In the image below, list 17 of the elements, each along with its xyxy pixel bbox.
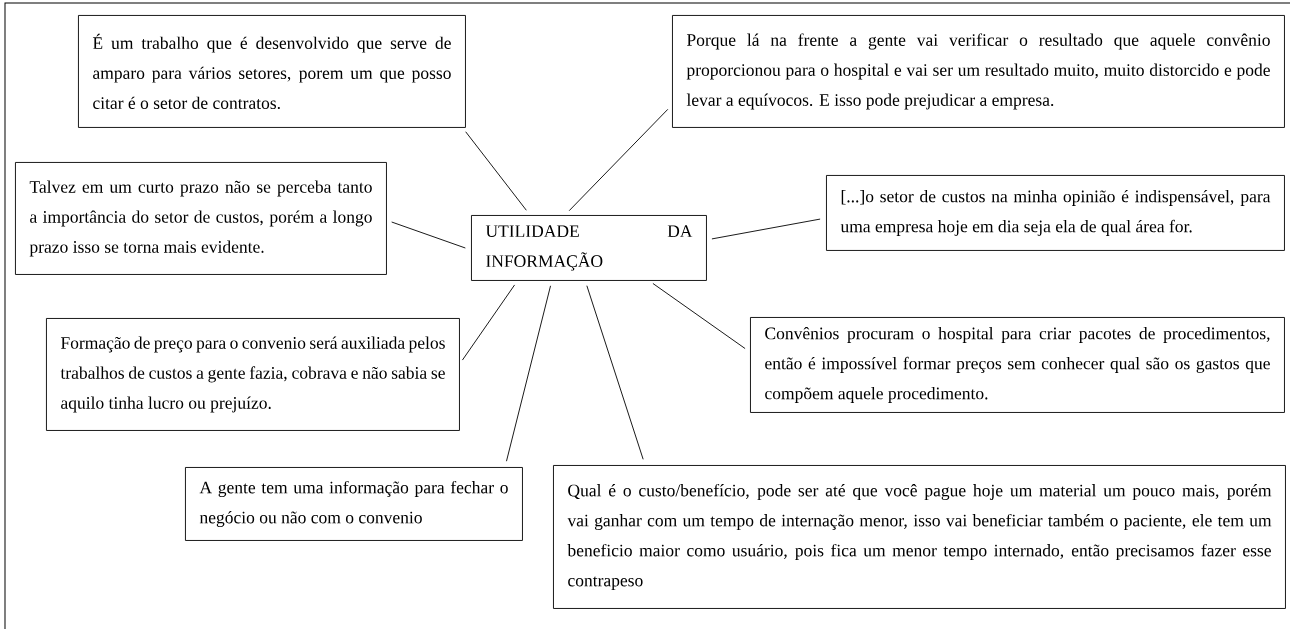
quote-box: [...]o setor de custos na minha opinião é indispensável, para uma empresa hoje em dia seja ela de qual área for.: [826, 175, 1285, 251]
quote-box: Convênios procuram o hospital para criar pacotes de procedimentos, então é impossível formar preços sem conhecer qual são os gastos que compõem aquele procedimento.: [750, 317, 1285, 413]
quote-box: É um trabalho que é desenvolvido que serve de amparo para vários setores, porem um que posso citar é o setor de contratos.: [78, 15, 466, 128]
central-topic-box: UTILIDADE DA INFORMAÇÃO: [471, 215, 707, 281]
connector-line: [465, 131, 527, 211]
connector-line: [711, 218, 821, 240]
quote-box: Formação de preço para o convenio será auxiliada pelos trabalhos de custos a gente fazia, cobrava e não sabia se aquilo tinha lucro ou prejuízo.: [46, 318, 460, 431]
connector-line: [462, 284, 516, 361]
connector-line: [391, 221, 466, 249]
connector-line: [568, 108, 669, 212]
quote-box: A gente tem uma informação para fechar o negócio ou não com o convenio: [185, 467, 523, 541]
quote-box: Porque lá na frente a gente vai verificar o resultado que aquele convênio proporcionou para o hospital e vai ser um resultado muito, muito distorcido e pode levar a equívocos. E isso pode prejudicar a empresa.: [672, 15, 1285, 128]
quote-box: Qual é o custo/benefício, pode ser até que você pague hoje um material um pouco mais, porém vai ganhar com um tempo de internação menor, isso vai beneficiar também o paciente, ele tem um beneficio maior como usuário, pois fica um menor tempo internado, então precisamos fazer esse contrapeso: [553, 465, 1286, 609]
connector-line: [506, 285, 551, 462]
connector-line: [586, 285, 644, 460]
quote-box: Talvez em um curto prazo não se perceba tanto a importância do setor de custos, porém a longo prazo isso se torna mais evidente.: [15, 162, 387, 275]
connector-line: [652, 283, 746, 349]
